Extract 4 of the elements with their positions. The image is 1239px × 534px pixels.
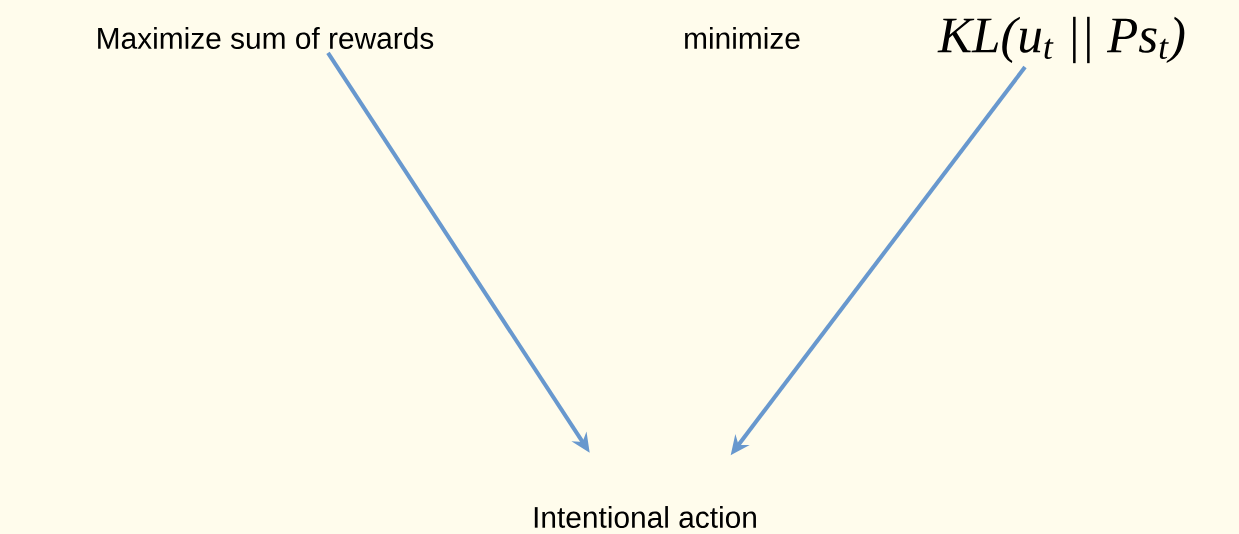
caption-text: Intentional action	[534, 506, 756, 528]
caption-text: minimize	[685, 27, 800, 49]
caption-text: Maximize sum of rewards	[98, 27, 434, 49]
formula-text: KL(u$_{t}$ || Ps$_{t}$)	[937, 16, 1185, 64]
